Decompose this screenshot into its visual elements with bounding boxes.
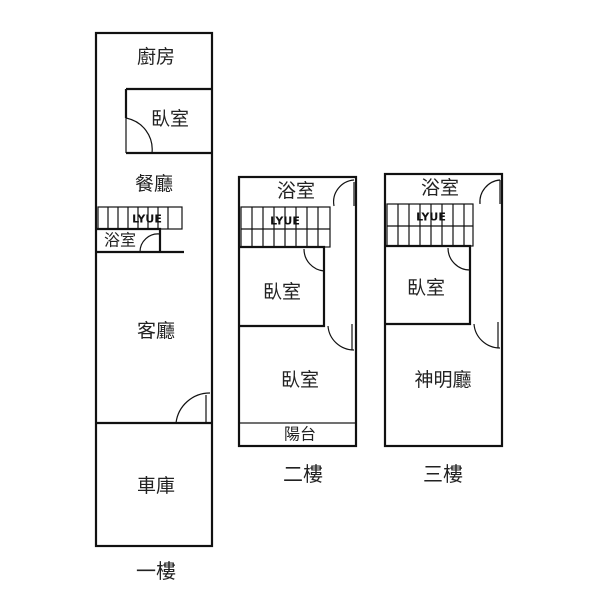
first-floor-kitchen-label: 廚房 bbox=[137, 45, 175, 68]
first-floor-living-label: 客廳 bbox=[137, 320, 175, 342]
second-floor-logo: LYUE bbox=[270, 215, 300, 228]
third-floor-shrine-hall-door bbox=[473, 323, 501, 349]
third-floor-outline bbox=[383, 172, 504, 448]
third-floor-bath-door bbox=[479, 179, 501, 205]
third-floor-bedroom-door bbox=[447, 247, 471, 271]
second-floor-bedroom-small-label: 臥室 bbox=[263, 281, 301, 303]
first-floor-outline bbox=[94, 31, 214, 548]
first-floor-bedroom-door bbox=[125, 117, 153, 154]
first-floor-garage-label: 車庫 bbox=[137, 475, 175, 497]
second-floor-label: 二樓 bbox=[283, 462, 323, 486]
third-floor-logo: LYUE bbox=[416, 211, 446, 224]
first-floor-bedroom-label: 臥室 bbox=[151, 108, 189, 130]
second-floor-bath-door bbox=[333, 179, 355, 207]
third-floor-stairs bbox=[386, 203, 474, 247]
second-floor-bedroom-small-door bbox=[303, 248, 325, 272]
second-floor-balcony-label: 陽台 bbox=[284, 425, 316, 444]
second-floor-bath-label: 浴室 bbox=[277, 180, 315, 202]
first-floor-dining-label: 餐廳 bbox=[135, 173, 173, 195]
third-floor-shrine-hall-label: 神明廳 bbox=[414, 369, 471, 391]
third-floor-plan: LYUE 浴室 臥室 神明廳 三樓 bbox=[383, 172, 504, 486]
second-floor-plan: LYUE 浴室 臥室 臥室 陽台 二樓 bbox=[237, 175, 358, 486]
third-floor-label: 三樓 bbox=[423, 462, 463, 486]
first-floor-bath-walls bbox=[96, 227, 162, 252]
first-floor-garage-door bbox=[175, 392, 211, 424]
first-floor-bath-door bbox=[139, 233, 161, 253]
first-floor-label: 一樓 bbox=[136, 559, 176, 583]
second-floor-bedroom-small-walls bbox=[239, 245, 326, 328]
first-floor-bath-label: 浴室 bbox=[104, 231, 136, 250]
first-floor-logo: LYUE bbox=[132, 213, 162, 226]
third-floor-bedroom-walls bbox=[385, 244, 472, 326]
first-floor-plan: LYUE 廚房 臥室 餐廳 浴室 客廳 車庫 一樓 bbox=[94, 31, 214, 583]
second-floor-bedroom-large-door bbox=[327, 325, 355, 351]
second-floor-balcony-outline bbox=[238, 422, 357, 447]
first-floor-bedroom-walls bbox=[124, 87, 212, 155]
second-floor-bedroom-large-label: 臥室 bbox=[281, 369, 319, 391]
third-floor-bedroom-label: 臥室 bbox=[407, 277, 445, 299]
third-floor-bath-label: 浴室 bbox=[421, 177, 459, 199]
